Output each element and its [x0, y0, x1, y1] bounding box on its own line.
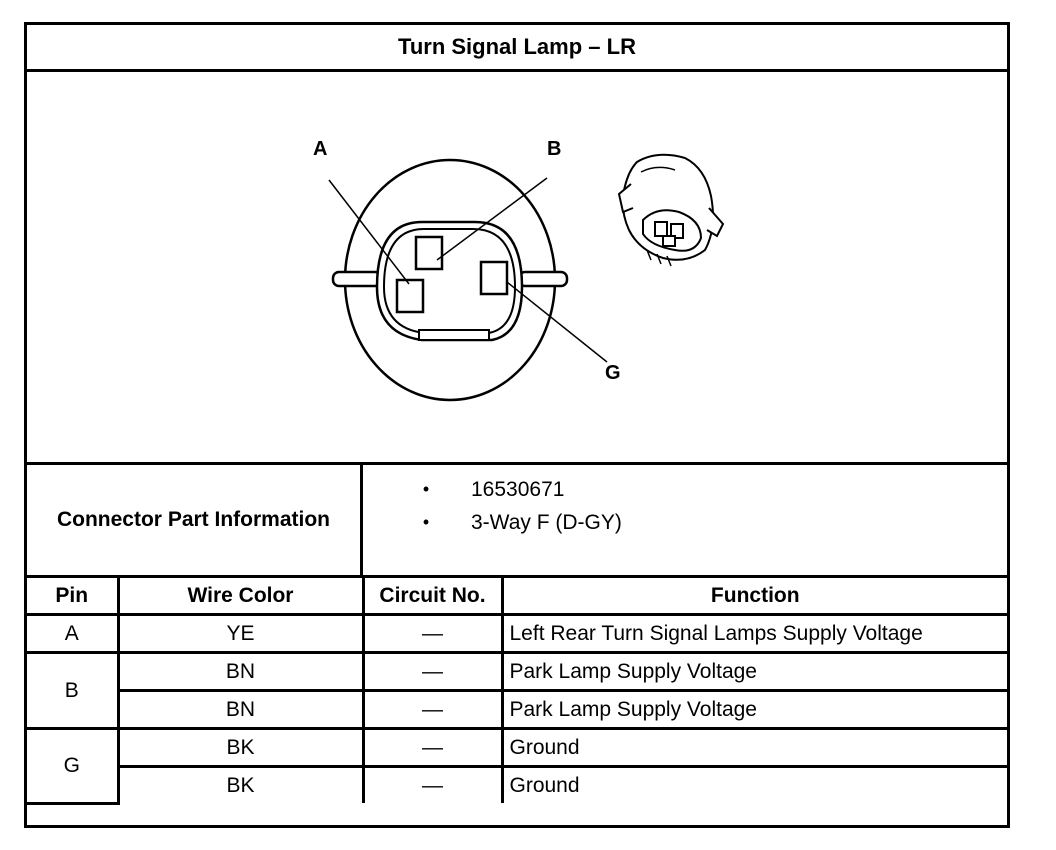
bullet-icon: •	[422, 512, 430, 532]
wire-color-cell: BK	[116, 727, 365, 768]
circuit-cell: —	[361, 727, 504, 768]
circuit-cell: —	[361, 765, 504, 803]
wire-color-cell: YE	[116, 613, 365, 654]
connector-sheet: Turn Signal Lamp – LR	[24, 22, 1010, 828]
header-circuit: Circuit No.	[361, 578, 504, 616]
cavity-b	[414, 235, 444, 271]
connector-info-item: • 16530671	[366, 473, 622, 506]
cavity-a	[395, 278, 425, 314]
function-cell: Ground	[500, 765, 1007, 803]
table-row: BK — Ground	[27, 765, 1007, 803]
cavity-label-b: B	[547, 138, 562, 160]
function-cell: Park Lamp Supply Voltage	[500, 689, 1007, 730]
pin-table: Pin Wire Color Circuit No. Function A YE…	[27, 578, 1007, 805]
circuit-cell: —	[361, 689, 504, 730]
header-pin: Pin	[27, 578, 120, 616]
right-tab	[517, 270, 569, 288]
header-wire-color: Wire Color	[116, 578, 365, 616]
connector-info-label: Connector Part Information	[27, 465, 363, 575]
leader-line-b	[436, 177, 548, 261]
connector-description: 3-Way F (D-GY)	[471, 510, 622, 534]
table-row: B BN — Park Lamp Supply Voltage	[27, 651, 1007, 730]
wire-color-cell: BN	[116, 689, 365, 730]
connector-isometric-icon	[617, 153, 725, 267]
connector-part-info: Connector Part Information • 16530671 • …	[27, 462, 1007, 578]
bullet-icon: •	[422, 479, 430, 499]
table-row: A YE — Left Rear Turn Signal Lamps Suppl…	[27, 613, 1007, 654]
function-cell: Ground	[500, 727, 1007, 768]
function-cell: Left Rear Turn Signal Lamps Supply Volta…	[500, 613, 1007, 654]
circuit-cell: —	[361, 651, 504, 692]
connector-drawing: A B G	[27, 72, 1007, 462]
table-row: G BK — Ground	[27, 727, 1007, 805]
leader-line-a	[328, 179, 410, 285]
cavity-label-a: A	[313, 138, 328, 160]
connector-info-item: • 3-Way F (D-GY)	[366, 506, 622, 539]
table-row: BN — Park Lamp Supply Voltage	[27, 689, 1007, 730]
connector-info-list: • 16530671 • 3-Way F (D-GY)	[366, 473, 622, 539]
connector-face-diagram	[328, 153, 725, 402]
wire-color-cell: BN	[116, 651, 365, 692]
cavity-label-g: G	[605, 362, 621, 384]
pin-table-header: Pin Wire Color Circuit No. Function	[27, 578, 1007, 616]
leader-line-g	[506, 281, 608, 363]
header-function: Function	[500, 578, 1007, 616]
wire-color-cell: BK	[116, 765, 365, 803]
circuit-cell: —	[361, 613, 504, 654]
pin-cell: G	[27, 727, 120, 805]
pin-cell: B	[27, 651, 120, 730]
function-cell: Park Lamp Supply Voltage	[500, 651, 1007, 692]
pin-cell: A	[27, 613, 120, 654]
page-title: Turn Signal Lamp – LR	[27, 25, 1007, 72]
left-tab	[331, 270, 383, 288]
part-number: 16530671	[471, 477, 565, 501]
cavity-g	[479, 260, 509, 296]
polarization-key	[418, 329, 490, 341]
